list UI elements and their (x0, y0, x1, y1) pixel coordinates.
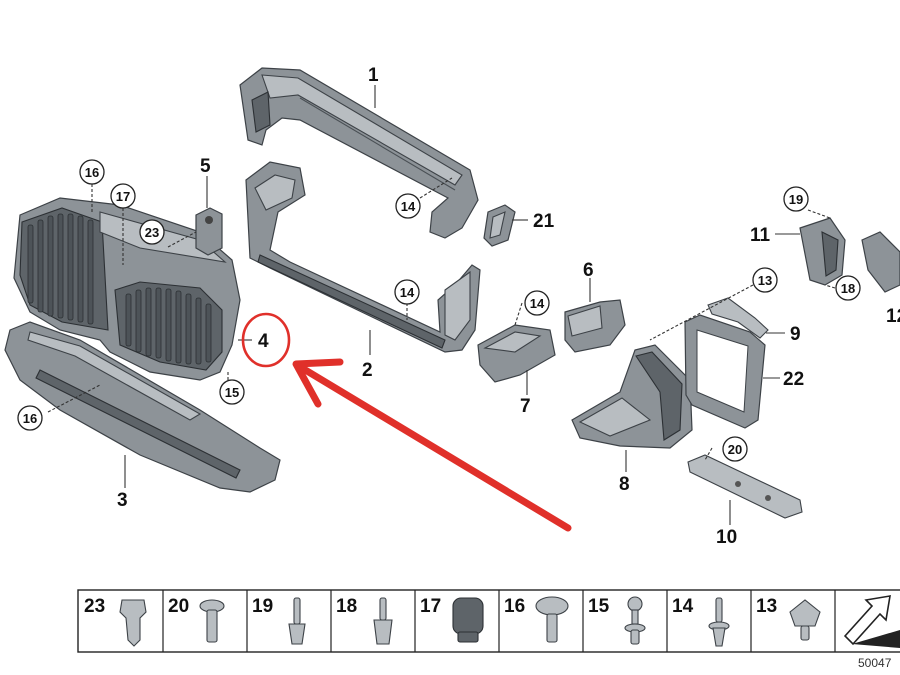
fastener-cell-14: 14 (672, 596, 730, 647)
fastener-cell-20: 20 (168, 596, 225, 643)
part-3-lower-duct (4, 321, 281, 493)
part-callouts: 1 2 3 4 5 6 7 8 9 10 11 12 21 22 (117, 65, 900, 548)
part-12-side-panel (861, 231, 900, 293)
svg-text:18: 18 (841, 281, 855, 296)
callout-6: 6 (583, 260, 594, 281)
part-8-air-guide (571, 344, 693, 449)
svg-text:15: 15 (225, 385, 239, 400)
fastener-cell-23: 23 (84, 596, 147, 647)
callout-2: 2 (362, 360, 373, 381)
callout-22: 22 (783, 369, 804, 390)
part-4-grille (13, 197, 241, 381)
callout-21: 21 (533, 211, 555, 232)
svg-text:13: 13 (756, 596, 777, 617)
svg-text:20: 20 (728, 442, 742, 457)
svg-text:17: 17 (116, 189, 130, 204)
svg-text:23: 23 (145, 225, 159, 240)
circled-callout-14-upper: 14 (395, 193, 421, 219)
svg-text:23: 23 (84, 596, 105, 617)
red-highlight-annotation (241, 312, 572, 532)
svg-text:16: 16 (85, 165, 99, 180)
circled-callout-14-right: 14 (524, 290, 550, 316)
fastener-strip: 23 20 19 18 17 16 (77, 589, 900, 653)
circled-callout-16-top: 16 (79, 159, 105, 185)
part-6-duct (564, 299, 626, 353)
part-2-lower-carrier (245, 161, 481, 353)
part-22-frame (684, 314, 766, 429)
svg-text:13: 13 (758, 273, 772, 288)
svg-text:14: 14 (672, 596, 694, 617)
part-5-clip (195, 207, 223, 256)
fastener-cell-13: 13 (756, 596, 821, 641)
svg-text:14: 14 (530, 296, 545, 311)
circled-callout-13: 13 (752, 267, 778, 293)
reference-number: 50047 (858, 656, 892, 670)
circled-callout-19: 19 (783, 186, 809, 212)
fastener-cell-18: 18 (336, 596, 393, 645)
svg-text:14: 14 (401, 199, 416, 214)
svg-text:14: 14 (400, 285, 415, 300)
callout-11: 11 (750, 225, 771, 246)
callout-3: 3 (117, 490, 128, 511)
svg-text:19: 19 (252, 596, 273, 617)
svg-text:20: 20 (168, 596, 189, 617)
svg-text:15: 15 (588, 596, 610, 617)
grille-slats-left (27, 213, 94, 325)
svg-text:19: 19 (789, 192, 803, 207)
diagonal-arrow-icon (843, 595, 900, 648)
circled-callout-17: 17 (110, 183, 136, 209)
svg-text:17: 17 (420, 596, 441, 617)
svg-text:16: 16 (504, 596, 525, 617)
circled-callout-18: 18 (835, 275, 861, 301)
highlight-circle (241, 312, 291, 368)
fastener-cell-17: 17 (420, 596, 484, 643)
callout-9: 9 (790, 324, 801, 345)
circled-callout-16-bottom: 16 (17, 405, 43, 431)
callout-5: 5 (200, 156, 211, 177)
callout-7: 7 (520, 396, 531, 417)
highlight-arrow-head (292, 358, 344, 408)
circled-callout-15: 15 (219, 379, 245, 405)
grille-slats-right (125, 287, 212, 365)
part-10-bracket (687, 454, 803, 519)
fastener-cell-19: 19 (252, 596, 306, 645)
circled-callout-23: 23 (139, 219, 165, 245)
highlight-arrow-shaft (298, 364, 572, 532)
circled-callout-14-middle: 14 (394, 279, 420, 305)
fastener-cell-15: 15 (588, 596, 646, 645)
fastener-cell-16: 16 (504, 596, 569, 643)
part-11-side-panel (799, 217, 846, 286)
part-9-bracket (707, 297, 769, 339)
callout-4: 4 (258, 331, 269, 352)
part-7-duct (477, 324, 556, 383)
part-1-upper-carrier (239, 67, 479, 239)
callout-10: 10 (716, 527, 737, 548)
circled-callout-20: 20 (722, 436, 748, 462)
leader-lines (47, 85, 836, 525)
callout-12: 12 (886, 306, 900, 327)
svg-text:18: 18 (336, 596, 357, 617)
circled-callouts: 16 17 23 15 16 14 14 14 (17, 159, 861, 462)
callout-8: 8 (619, 474, 630, 495)
callout-1: 1 (368, 65, 379, 86)
svg-text:16: 16 (23, 411, 37, 426)
part-21-bracket (483, 204, 516, 247)
